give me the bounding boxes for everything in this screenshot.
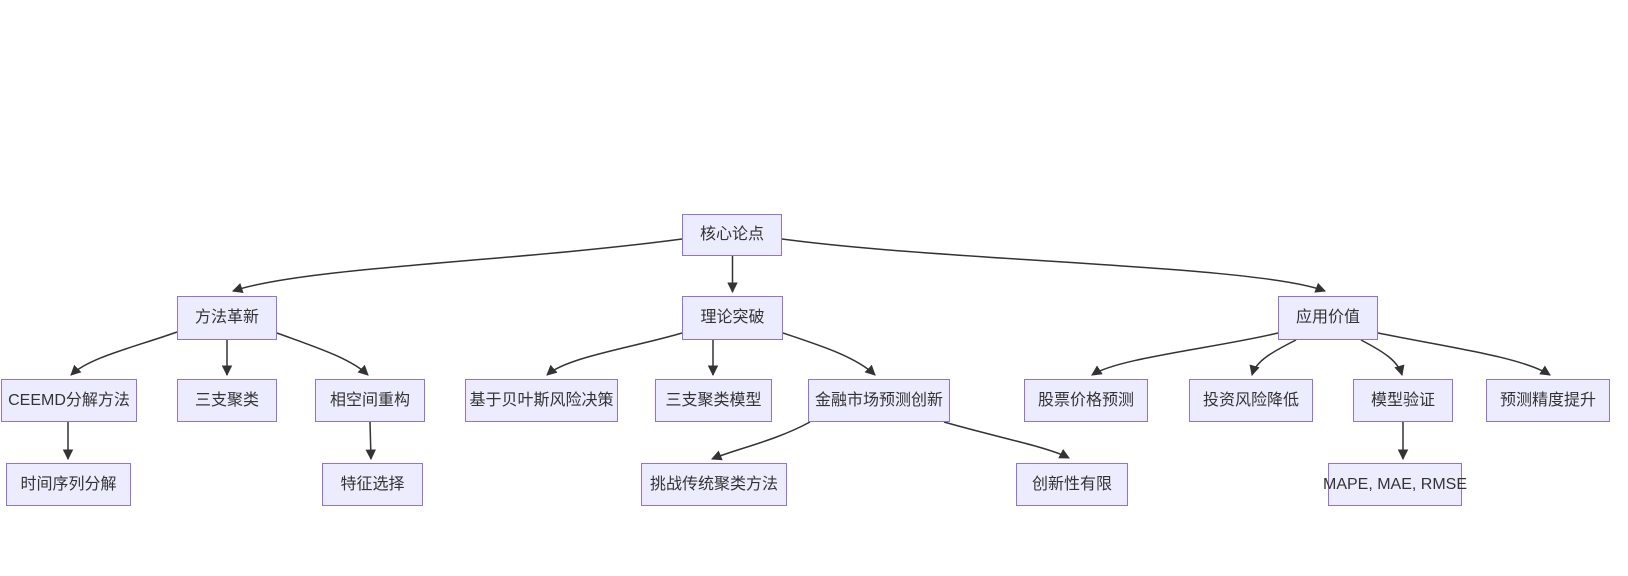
node-method: 方法革新	[177, 296, 277, 340]
node-twcmodel: 三支聚类模型	[655, 379, 772, 422]
node-feature: 特征选择	[322, 463, 423, 506]
node-core-label: 核心论点	[699, 226, 764, 244]
node-ceemd-label: CEEMD分解方法	[8, 391, 130, 409]
edge-theory-to-bayes	[546, 332, 683, 376]
node-validation-label: 模型验证	[1370, 391, 1435, 409]
node-finance: 金融市场预测创新	[808, 379, 950, 422]
node-challenge: 挑战传统聚类方法	[641, 463, 787, 506]
node-risk-label: 投资风险降低	[1202, 391, 1299, 409]
node-phase-label: 相空间重构	[329, 391, 410, 409]
edge-phase-to-feature	[365, 421, 376, 461]
edge-application-to-stock	[1091, 332, 1279, 376]
node-accuracy: 预测精度提升	[1486, 379, 1610, 422]
node-metrics: MAPE, MAE, RMSE	[1323, 463, 1467, 506]
node-threeway-label: 三支聚类	[194, 391, 259, 409]
node-application: 应用价值	[1278, 296, 1378, 340]
node-limited: 创新性有限	[1016, 463, 1128, 506]
edge-application-to-risk	[1249, 339, 1297, 377]
node-accuracy-label: 预测精度提升	[1499, 391, 1596, 409]
node-limited-label: 创新性有限	[1031, 475, 1112, 493]
node-theory: 理论突破	[682, 296, 783, 340]
node-metrics-label: MAPE, MAE, RMSE	[1322, 475, 1468, 493]
edge-core-to-method	[232, 238, 683, 294]
node-theory-label: 理论突破	[700, 309, 765, 327]
node-bayes-label: 基于贝叶斯风险决策	[469, 391, 614, 409]
node-twcmodel-label: 三支聚类模型	[665, 391, 762, 409]
node-core: 核心论点	[682, 214, 782, 256]
edge-application-to-validation	[1360, 339, 1405, 377]
edge-core-to-application	[781, 238, 1326, 293]
node-method-label: 方法革新	[194, 309, 259, 327]
node-timeseries-label: 时间序列分解	[20, 475, 117, 493]
node-challenge-label: 挑战传统聚类方法	[649, 475, 778, 493]
node-timeseries: 时间序列分解	[6, 463, 131, 506]
edge-finance-to-limited	[943, 421, 1070, 459]
node-stock: 股票价格预测	[1024, 379, 1148, 422]
node-stock-label: 股票价格预测	[1037, 391, 1134, 409]
edge-application-to-accuracy	[1377, 332, 1551, 376]
node-ceemd: CEEMD分解方法	[1, 379, 137, 422]
node-threeway: 三支聚类	[177, 379, 277, 422]
node-feature-label: 特征选择	[340, 475, 405, 493]
node-risk: 投资风险降低	[1189, 379, 1313, 422]
edge-theory-to-finance	[782, 332, 876, 376]
edge-method-to-ceemd	[70, 331, 178, 376]
node-finance-label: 金融市场预测创新	[814, 391, 943, 409]
node-bayes: 基于贝叶斯风险决策	[465, 379, 618, 422]
node-phase: 相空间重构	[315, 379, 425, 422]
edge-finance-to-challenge	[711, 421, 811, 461]
node-application-label: 应用价值	[1295, 309, 1360, 327]
edge-method-to-phase	[276, 332, 369, 376]
node-validation: 模型验证	[1353, 379, 1453, 422]
